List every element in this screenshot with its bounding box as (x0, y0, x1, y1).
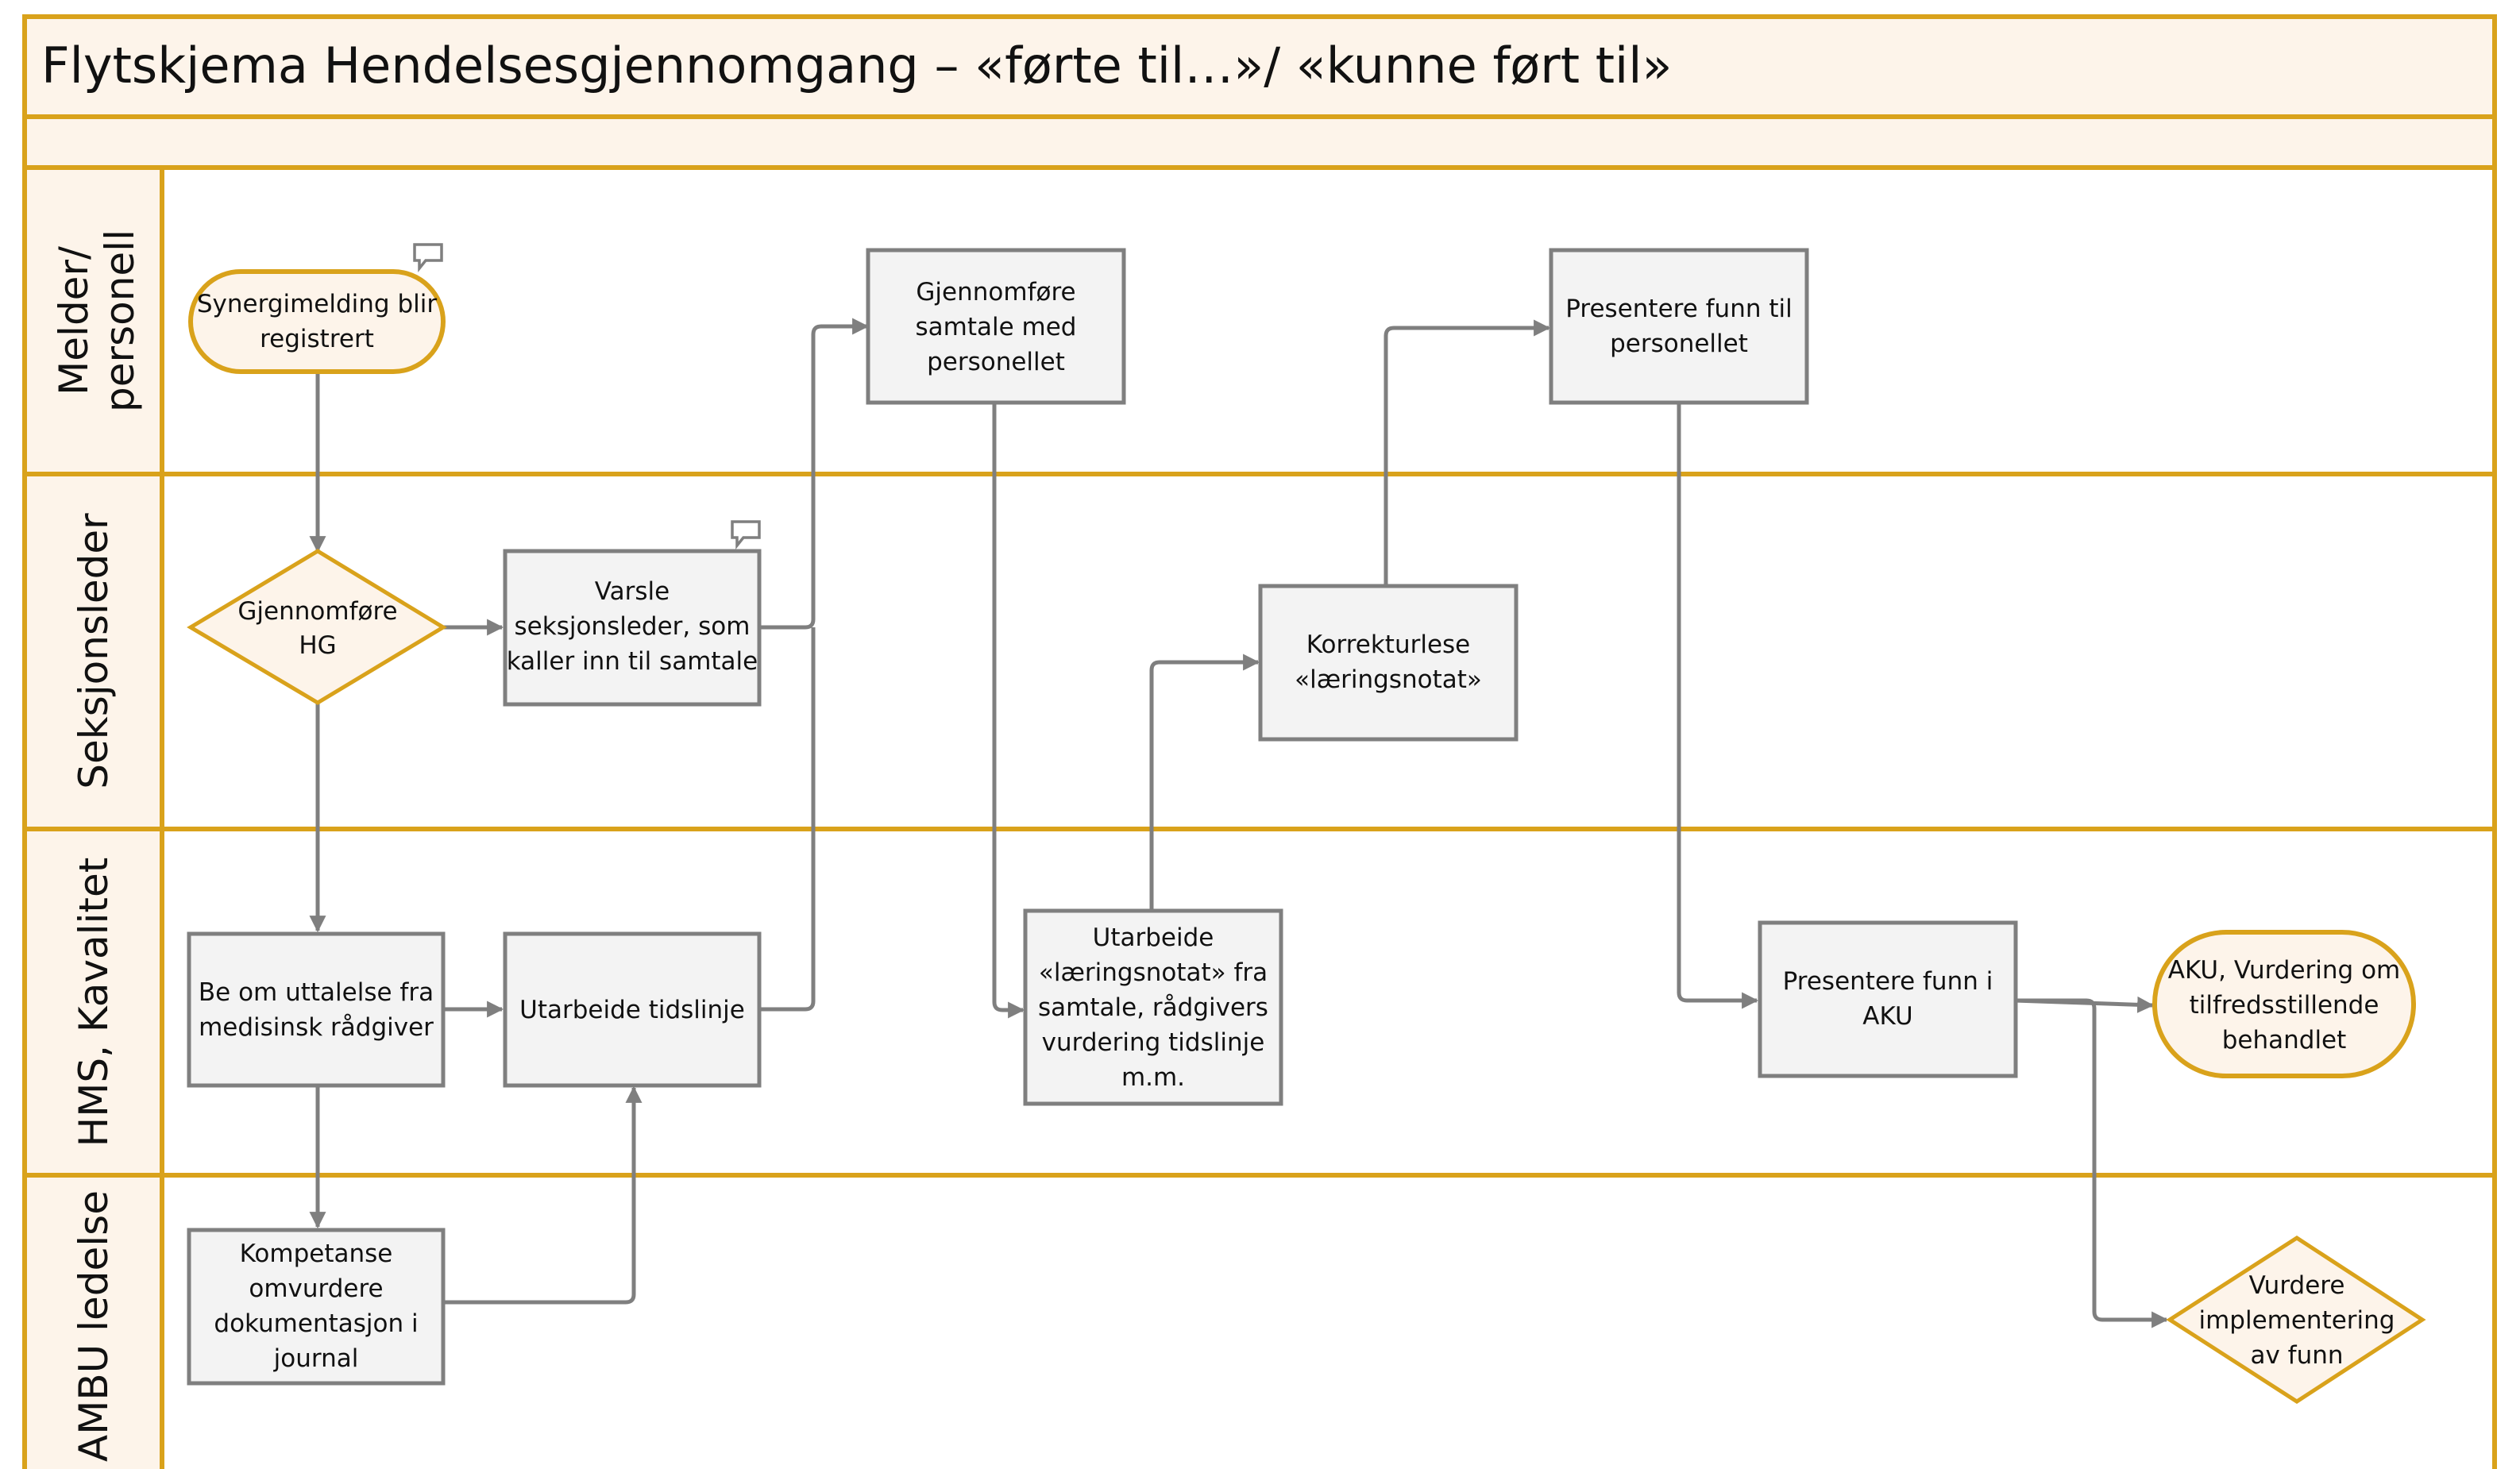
node-label-line: Varsle (595, 577, 670, 606)
lane-label-line: Seksjonsleder (71, 513, 117, 789)
node-korrekturlese: Korrekturlese «læringsnotat» (1258, 584, 1519, 742)
subheader-band (22, 114, 2497, 170)
node-utarbeide-tidslinje: Utarbeide tidslinje (503, 931, 762, 1088)
lane-header-column (22, 165, 164, 1469)
node-label-line: AKU (1862, 1002, 1912, 1031)
connector-gjennomfore-samtale-to-utarbeide-notat (992, 403, 1025, 1019)
process-shape (187, 931, 446, 1088)
terminal-shape (2152, 930, 2416, 1078)
node-label-line: AKU, Vurdering om (2168, 956, 2401, 985)
node-label-line: samtale, rådgivers (1038, 993, 1268, 1022)
comment-icon[interactable] (413, 243, 443, 272)
node-label-line: personellet (1610, 330, 1748, 358)
decision-shape (2166, 1236, 2426, 1404)
diagram-title: Flytskjema Hendelsesgjennomgang – «førte… (41, 37, 1672, 94)
lane-label-seksjonsleder: Seksjonsleder (71, 513, 117, 789)
node-label-line: kaller inn til samtale (507, 647, 758, 676)
node-label-line: behandlet (2222, 1026, 2347, 1055)
node-label-line: Korrekturlese (1306, 630, 1471, 659)
node-kompetanse: Kompetanse omvurdere dokumentasjon i jou… (187, 1228, 446, 1386)
node-label-line: journal (273, 1344, 359, 1373)
node-gjennomfore-samtale: Gjennomføre samtale med personellet (866, 248, 1126, 405)
node-label-line: HG (299, 631, 336, 660)
terminal-shape (188, 269, 446, 374)
node-vurdere-implementering: Vurdere implementering av funn (2166, 1236, 2426, 1404)
connector-korrekturlese-to-presentere-personell (1383, 319, 1551, 586)
connector-utarbeide-tidslinje-to-gjennomfore-samtale (759, 627, 816, 1012)
node-gjennomfore-hg: Gjennomføre HG (187, 549, 447, 705)
node-label-line: registrert (260, 325, 374, 353)
node-be-om-uttalelse: Be om uttalelse fra medisinsk rådgiver (187, 931, 446, 1088)
connector-utarbeide-notat-to-korrekturlese (1149, 654, 1260, 911)
connector-varsle-to-gjennomfore-samtale (759, 318, 870, 630)
node-utarbeide-notat: Utarbeide «læringsnotat» fra samtale, rå… (1023, 908, 1283, 1106)
decision-shape (187, 549, 447, 705)
node-label-line: Gjennomføre (916, 278, 1075, 307)
node-label-line: Presentere funn i (1783, 967, 1993, 996)
node-label-line: samtale med (916, 313, 1077, 341)
process-shape (187, 1228, 446, 1386)
node-label-line: Kompetanse (240, 1240, 393, 1268)
node-label-line: dokumentasjon i (214, 1309, 418, 1338)
node-label-line: m.m. (1121, 1063, 1185, 1092)
lane-label-line: Melder/ (51, 246, 97, 395)
node-label-line: Be om uttalelse fra (199, 978, 434, 1007)
node-label-line: Utarbeide (1093, 923, 1214, 952)
node-label-line: personellet (927, 348, 1065, 376)
connectors (309, 318, 2169, 1328)
lane-label-line: HMS, Kavalitet (71, 858, 117, 1147)
process-shape (1758, 920, 2018, 1078)
node-label-line: «læringsnotat» (1295, 665, 1482, 694)
process-shape (503, 931, 762, 1088)
lane-label-hms: HMS, Kavalitet (71, 858, 117, 1147)
node-label-line: vurdering tidslinje (1042, 1028, 1265, 1057)
lane-label-line: personell (97, 229, 143, 412)
node-label-line: Utarbeide tidslinje (519, 996, 745, 1024)
node-label-line: Presentere funn til (1565, 295, 1792, 323)
node-label-line: implementering (2198, 1306, 2395, 1335)
lane-label-line: AMBU ledelse (71, 1190, 117, 1462)
node-label-line: omvurdere (249, 1274, 383, 1303)
process-shape (1258, 584, 1519, 742)
node-label-line: Synergimelding blir (197, 290, 437, 318)
connector-presentere-personell-to-presentere-aku (1677, 403, 1759, 1009)
node-varsle: Varsle seksjonsleder, som kaller inn til… (503, 549, 762, 707)
title-band (22, 14, 2497, 119)
connector-kompetanse-to-utarbeide-tidslinje (443, 1085, 643, 1305)
lane-label-ambu: AMBU ledelse (71, 1190, 117, 1462)
comment-icon[interactable] (731, 520, 761, 549)
process-shape (503, 549, 762, 707)
process-shape (1023, 908, 1283, 1106)
node-label-line: av funn (2250, 1341, 2343, 1370)
node-label-line: Gjennomføre (237, 597, 397, 626)
connector-presentere-aku-to-vurdere-implementering (2016, 998, 2169, 1328)
node-label-line: tilfredsstillende (2190, 991, 2379, 1020)
node-aku-vurdering: AKU, Vurdering om tilfredsstillende beha… (2152, 930, 2416, 1078)
node-label-line: Vurdere (2249, 1271, 2345, 1300)
process-shape (866, 248, 1126, 405)
node-presentere-personell: Presentere funn til personellet (1549, 248, 1809, 405)
node-label-line: «læringsnotat» fra (1039, 958, 1268, 987)
process-shape (1549, 248, 1809, 405)
node-presentere-aku: Presentere funn i AKU (1758, 920, 2018, 1078)
node-label-line: seksjonsleder, som (515, 612, 751, 641)
lane-label-melder: Melder/ personell (51, 229, 143, 412)
node-synergimelding: Synergimelding blir registrert (188, 269, 446, 374)
node-label-line: medisinsk rådgiver (199, 1013, 434, 1042)
